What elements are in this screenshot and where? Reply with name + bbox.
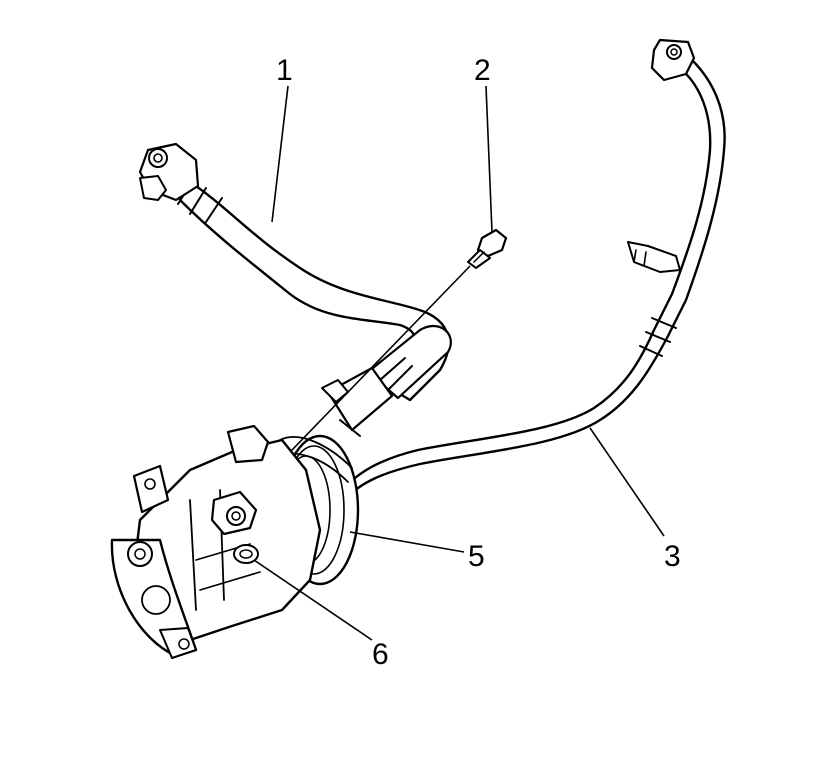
leader-2 — [485, 85, 493, 233]
callout-3: 3 — [664, 540, 681, 573]
leader-5 — [349, 531, 465, 553]
seal-fitting — [233, 544, 259, 564]
suction-hose — [138, 142, 452, 437]
callout-5: 5 — [468, 540, 485, 573]
leader-3 — [589, 427, 665, 537]
bolt — [467, 228, 508, 269]
callout-1: 1 — [276, 54, 293, 87]
callout-2: 2 — [474, 54, 491, 87]
callout-6: 6 — [372, 638, 389, 671]
leader-1 — [271, 85, 289, 223]
leader-6 — [253, 559, 373, 641]
compressor — [110, 424, 360, 659]
